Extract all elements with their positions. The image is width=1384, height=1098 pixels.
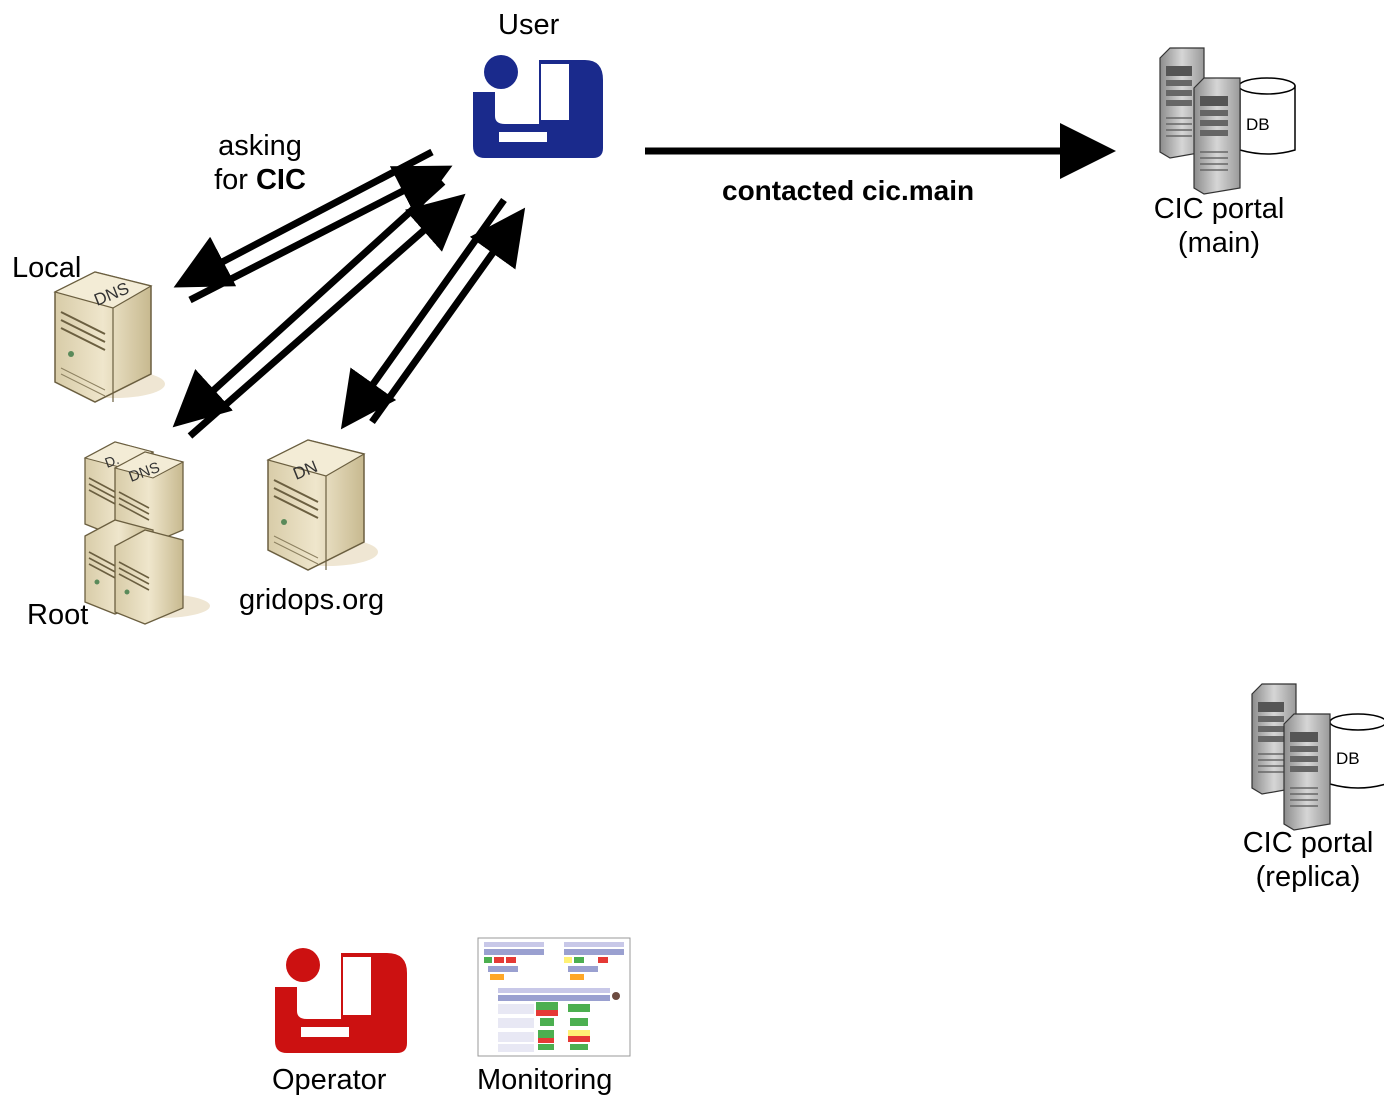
operator-icon [275,948,407,1053]
asking-line1: asking [218,130,302,162]
asking-cic: CIC [255,164,306,196]
local-dns-server-icon: DNS [53,271,165,403]
monitoring-label: Monitoring [477,1064,613,1096]
db-replica-label: DB [1336,749,1360,768]
contacted-label: contacted cic.main [722,175,975,206]
arrow-user-to-root [172,179,446,428]
asking-for: for [214,164,256,196]
cic-portal-main-label: CIC portal (main) [1140,192,1298,260]
operator-label: Operator [272,1064,387,1096]
user-icon [473,55,603,158]
cic-portal-main-line2: (main) [1177,227,1261,259]
asking-label: asking for CIC [205,129,315,197]
cic-portal-replica-icon: DB [1251,683,1384,831]
gridops-label: gridops.org [239,584,385,616]
root-label: Root [27,599,89,631]
user-label: User [498,9,560,41]
gridops-dns-server-icon: DN [266,439,378,571]
cic-portal-replica-line2: (replica) [1255,861,1361,893]
arrows [172,123,1116,439]
root-dns-servers-icon: D. DNS [83,441,210,625]
cic-portal-replica-line1: CIC portal [1242,827,1374,859]
cic-portal-main-icon: DB [1159,47,1296,195]
cic-portal-replica-label: CIC portal (replica) [1232,826,1384,894]
cic-portal-main-line1: CIC portal [1153,193,1285,225]
db-main-label: DB [1246,115,1270,134]
arrow-root-to-user [187,193,466,439]
arrow-local-to-user [188,165,453,304]
svg-text:D.: D. [103,451,122,471]
monitoring-dashboard-icon [477,937,631,1057]
local-label: Local [12,252,82,284]
arrow-gridops-to-user [369,207,526,425]
